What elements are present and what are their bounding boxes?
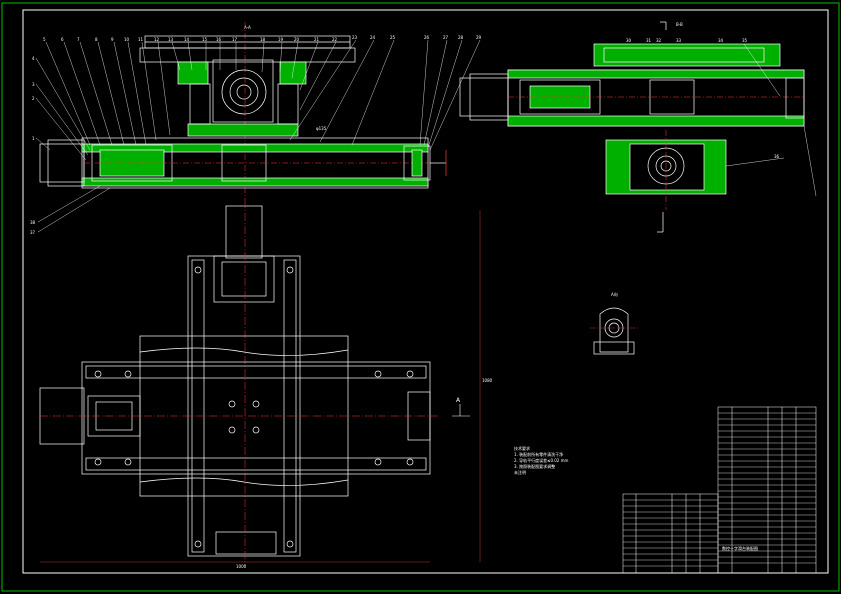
balloons-top: 5 6 7 8 9 10 11 12 13 14 15 16 17 18 19 … [43,35,482,42]
note-title: 技术要求 [514,445,530,451]
view-a-label: A向 [611,291,618,297]
balloon-leaders-top [45,39,481,151]
balloon-29: 29 [476,35,482,40]
note-3: 3. 按照装配图要求调整 [514,463,555,469]
balloon-19: 19 [278,37,284,42]
balloon-9: 9 [111,37,114,42]
view-a-detail: A向 [590,291,640,355]
balloon-5: 5 [43,37,46,42]
view-arrow-a: A [456,397,461,404]
section-label-right: B-B [676,22,683,27]
section-view-b-b: B-B [459,21,817,233]
balloon-38: 38 [30,220,36,225]
balloon-33: 33 [676,38,682,43]
balloon-20: 20 [294,37,300,42]
balloon-27: 27 [443,35,449,40]
dimension-width: 1000 [236,564,247,569]
balloon-13: 13 [168,37,174,42]
balloon-31: 31 [646,38,652,43]
balloon-36: 36 [774,154,780,159]
balloon-8: 8 [95,37,98,42]
balloon-12: 12 [154,37,160,42]
note-2: 2. 导轨平行度误差≤0.02 mm [514,457,569,463]
balloon-21: 21 [314,37,320,42]
dimension-phi: φ135 [316,126,327,131]
balloon-32: 32 [656,38,662,43]
balloon-28: 28 [458,35,464,40]
balloons-right-view: 30 31 32 33 34 35 36 [626,38,785,167]
balloon-17: 17 [232,37,238,42]
balloon-2: 2 [32,96,35,101]
note-1: 1. 装配前所有零件清洗干净 [514,451,563,457]
balloon-24: 24 [370,35,376,40]
balloon-37: 37 [30,230,36,235]
balloon-15: 15 [202,37,208,42]
balloon-3: 3 [32,82,35,87]
balloon-7: 7 [77,37,80,42]
balloon-30: 30 [626,38,632,43]
balloon-4: 4 [32,56,35,61]
balloon-35: 35 [742,38,748,43]
balloons-bottom: 38 37 [30,185,111,235]
balloon-6: 6 [61,37,64,42]
balloon-26: 26 [424,35,430,40]
balloons-left: 4 3 2 1 [32,56,91,161]
sheet-border-inner [22,9,829,574]
balloon-18: 18 [260,37,266,42]
note-4: 未注明 [514,469,526,475]
balloon-34: 34 [718,38,724,43]
balloon-22: 22 [332,37,338,42]
section-view-a-a: A-A [39,22,447,200]
balloon-1: 1 [32,136,35,141]
plan-view [39,200,481,566]
section-label-top: A-A [244,25,251,30]
balloon-14: 14 [184,37,190,42]
balloon-10: 10 [124,37,130,42]
balloon-25: 25 [390,35,396,40]
balloon-23: 23 [352,35,358,40]
balloon-11: 11 [138,37,144,42]
dimension-height: 1080 [482,378,493,383]
title-block-name: 数控十字滑台装配图 [722,545,758,551]
technical-notes: 技术要求 1. 装配前所有零件清洗干净 2. 导轨平行度误差≤0.02 mm 3… [514,445,569,475]
parts-list-rows [623,412,816,567]
balloon-16: 16 [216,37,222,42]
